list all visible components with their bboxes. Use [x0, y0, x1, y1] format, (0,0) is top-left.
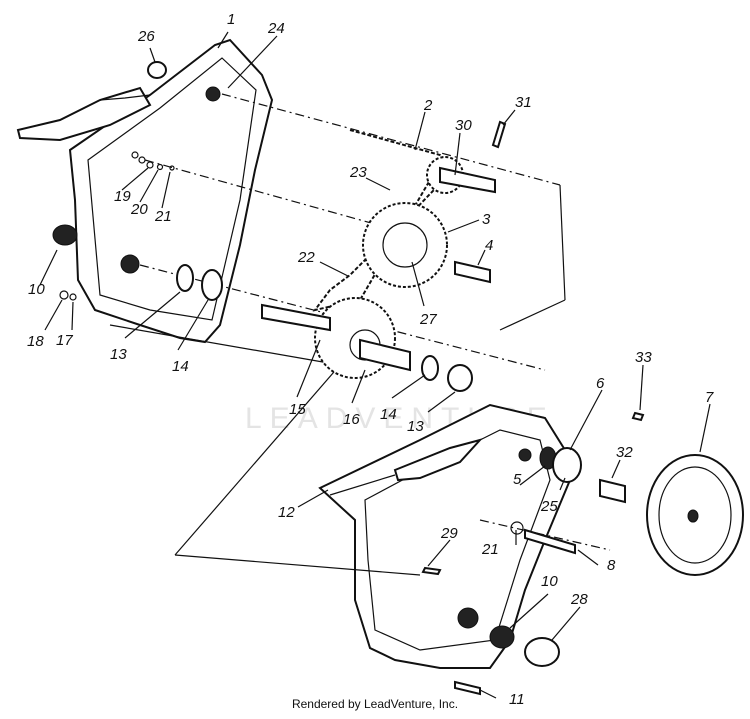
callout-29: 29 — [440, 525, 458, 542]
callout-17: 17 — [56, 332, 73, 349]
callout-22: 22 — [297, 249, 315, 266]
upper-housing — [16, 38, 274, 344]
callout-2: 2 — [423, 97, 433, 114]
callout-11: 11 — [509, 691, 525, 708]
callout-19: 19 — [114, 188, 131, 205]
callout-21a: 21 — [154, 208, 172, 225]
callout-10a: 10 — [28, 281, 45, 298]
callout-26: 26 — [137, 28, 155, 45]
callout-6: 6 — [596, 375, 605, 392]
callout-33: 33 — [635, 349, 652, 366]
callout-24: 24 — [267, 20, 285, 37]
pulley-components — [421, 411, 744, 696]
callout-3: 3 — [482, 211, 491, 228]
callout-31: 31 — [515, 94, 532, 111]
callout-27: 27 — [419, 311, 437, 328]
callouts: 1 2 3 4 5 6 7 8 10 10 11 12 13 13 14 14 … — [27, 11, 714, 708]
callout-15: 15 — [289, 401, 306, 418]
callout-13b: 13 — [407, 418, 424, 435]
callout-18: 18 — [27, 333, 44, 350]
callout-21b: 21 — [481, 541, 499, 558]
callout-12: 12 — [278, 504, 295, 521]
callout-7: 7 — [705, 389, 714, 406]
callout-5: 5 — [513, 471, 522, 488]
leader-lines — [39, 31, 711, 699]
callout-28: 28 — [570, 591, 588, 608]
callout-16: 16 — [343, 411, 360, 428]
callout-32: 32 — [616, 444, 633, 461]
callout-30: 30 — [455, 117, 472, 134]
lower-housing — [318, 403, 572, 669]
callout-8: 8 — [607, 557, 616, 574]
credit-text: Rendered by LeadVenture, Inc. — [291, 697, 459, 711]
callout-14a: 14 — [172, 358, 189, 375]
callout-13a: 13 — [110, 346, 127, 363]
callout-10b: 10 — [541, 573, 558, 590]
callout-14b: 14 — [380, 406, 397, 423]
callout-1: 1 — [227, 11, 235, 28]
callout-25: 25 — [540, 498, 558, 515]
drive-components — [52, 61, 507, 392]
callout-23: 23 — [349, 164, 367, 181]
callout-20: 20 — [130, 201, 148, 218]
callout-4: 4 — [485, 237, 493, 254]
